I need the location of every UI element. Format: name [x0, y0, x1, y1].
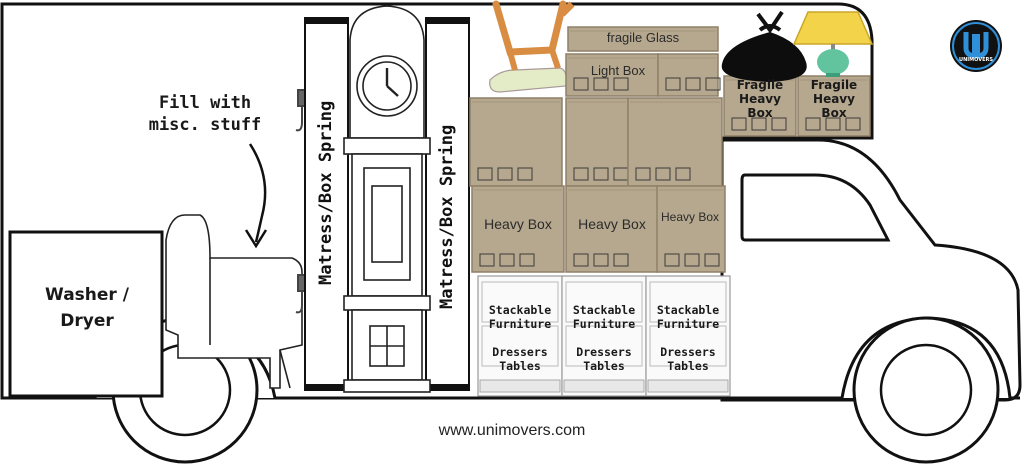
washer-dryer-label: Washer / Dryer — [12, 282, 162, 334]
stack-furniture-3 — [646, 276, 730, 396]
box-top-2 — [566, 98, 628, 186]
heavy-box-label-2: Heavy Box — [566, 216, 658, 232]
stack-label-1-top: Stackable Furniture — [480, 303, 560, 331]
heavy-box-label-3: Heavy Box — [657, 210, 723, 224]
stack-furniture-2 — [562, 276, 646, 396]
fill-misc-label: Fill with misc. stuff — [140, 92, 270, 136]
fragile-glass-label: fragile Glass — [568, 30, 718, 45]
trash-bag-icon — [722, 12, 807, 82]
box-top-3 — [628, 98, 722, 186]
stack-label-1-bottom: Dressers Tables — [480, 345, 560, 373]
unimovers-logo-icon: UNIMOVERS — [950, 20, 1002, 72]
heavy-box-label-1: Heavy Box — [472, 216, 564, 232]
mattress-right-label: Matress/Box Spring — [437, 139, 457, 309]
front-wheel — [842, 318, 1010, 462]
curved-arrow-icon — [228, 138, 278, 253]
stack-label-3-bottom: Dressers Tables — [648, 345, 728, 373]
stack-label-2-top: Stackable Furniture — [564, 303, 644, 331]
logo-text: UNIMOVERS — [950, 57, 1002, 63]
stack-label-3-top: Stackable Furniture — [648, 303, 728, 331]
stack-furniture-1 — [478, 276, 562, 396]
website-url: www.unimovers.com — [0, 422, 1024, 440]
stack-label-2-bottom: Dressers Tables — [564, 345, 644, 373]
chair-icon — [490, 4, 572, 92]
mattress-left-label: Matress/Box Spring — [316, 115, 336, 285]
light-box-label: Light Box — [568, 63, 668, 78]
fragile-heavy-label-1: Fragile Heavy Box — [724, 78, 796, 120]
box-top-1 — [470, 98, 562, 186]
box-heavy-3 — [657, 186, 725, 272]
fragile-heavy-label-2: Fragile Heavy Box — [798, 78, 870, 120]
cab-window — [742, 175, 888, 240]
grandfather-clock-icon — [344, 6, 430, 392]
